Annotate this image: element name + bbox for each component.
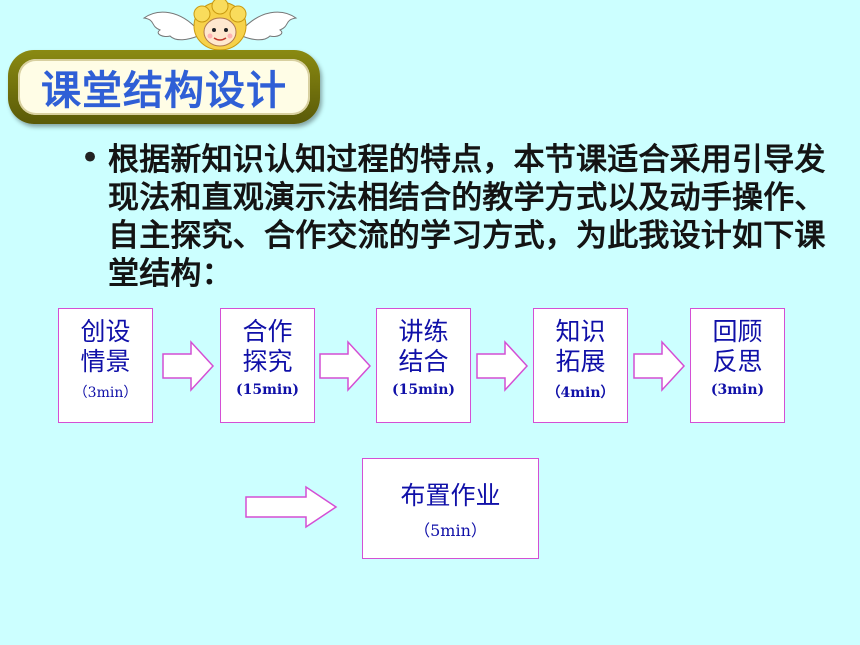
step-box-5: 回顾 反思 (3min) bbox=[690, 308, 785, 423]
step-2-line1: 合作 bbox=[242, 317, 293, 346]
step-5-line1: 回顾 bbox=[712, 317, 763, 346]
title-banner: 课堂结构设计 bbox=[8, 50, 320, 124]
step-3-duration: (15min) bbox=[391, 382, 456, 398]
step-3-line2: 结合 bbox=[398, 347, 449, 376]
step-1-line1: 创设 bbox=[80, 317, 131, 346]
bullet-marker: • bbox=[80, 138, 101, 178]
step-2-line2: 探究 bbox=[242, 347, 293, 376]
step-4-line1: 知识 bbox=[555, 317, 606, 346]
step-box-homework: 布置作业 （5min） bbox=[362, 458, 539, 559]
homework-duration: （5min） bbox=[414, 521, 487, 540]
step-5-duration: (3min) bbox=[710, 382, 765, 398]
page-title: 课堂结构设计 bbox=[41, 68, 287, 114]
arrow-right-icon bbox=[476, 340, 529, 392]
arrow-right-icon bbox=[245, 485, 338, 529]
step-5-line2: 反思 bbox=[712, 347, 763, 376]
angel-icon bbox=[142, 0, 298, 51]
step-1-duration: （3min） bbox=[73, 385, 138, 401]
intro-paragraph: 根据新知识认知过程的特点，本节课适合采用引导发现法和直观演示法相结合的教学方式以… bbox=[108, 142, 826, 292]
step-box-4: 知识 拓展 （4min） bbox=[533, 308, 628, 423]
step-4-duration: （4min） bbox=[546, 385, 615, 401]
arrow-right-icon bbox=[633, 340, 686, 392]
step-2-duration: (15min) bbox=[235, 382, 300, 398]
homework-label: 布置作业 bbox=[400, 481, 501, 510]
arrow-right-icon bbox=[162, 340, 215, 392]
step-4-line2: 拓展 bbox=[555, 347, 606, 376]
title-banner-inner: 课堂结构设计 bbox=[18, 59, 310, 115]
step-box-3: 讲练 结合 (15min) bbox=[376, 308, 471, 423]
step-box-1: 创设 情景 （3min） bbox=[58, 308, 153, 423]
step-1-line2: 情景 bbox=[80, 347, 131, 376]
arrow-right-icon bbox=[319, 340, 372, 392]
step-3-line1: 讲练 bbox=[398, 317, 449, 346]
step-box-2: 合作 探究 (15min) bbox=[220, 308, 315, 423]
